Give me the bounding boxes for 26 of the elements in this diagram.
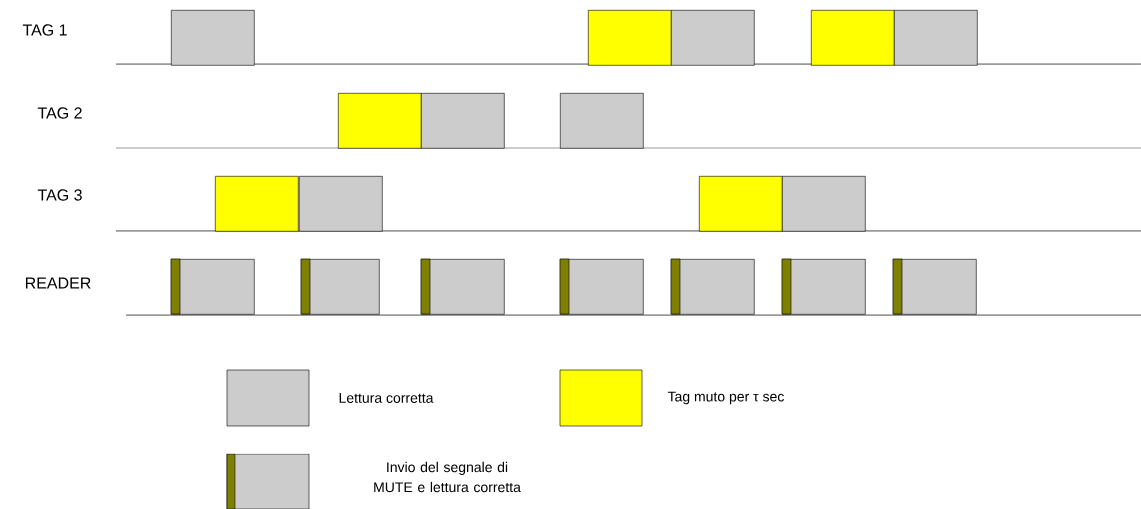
read-box [171,10,255,66]
mute-box [811,10,895,66]
mute-read-box [300,258,380,315]
mute-box [699,176,783,232]
mute-box [338,93,422,149]
mute-box [588,10,672,66]
legend-text: Invio del segnale di MUTE e lettura corretta [374,461,521,493]
mute-read-box [892,258,977,315]
legend-text: Tag muto per τ sec [667,391,784,405]
read-box [299,176,383,232]
mute-read-box [559,258,644,315]
legend-text: Lettura corretta [339,393,434,403]
row-label: READER [26,277,91,289]
row-label: TAG 1 [22,24,67,36]
read-box [421,93,505,149]
mute-box [215,176,299,232]
mute-read-box [670,258,755,315]
read-box [894,10,978,66]
mute-read-box [170,258,255,315]
row-label: TAG 2 [37,107,82,119]
read-box [671,10,755,66]
read-box [560,93,644,149]
mute-read-box [781,258,866,315]
row-label: TAG 3 [37,189,82,201]
read-box [782,176,866,232]
mute-read-box [420,258,505,315]
